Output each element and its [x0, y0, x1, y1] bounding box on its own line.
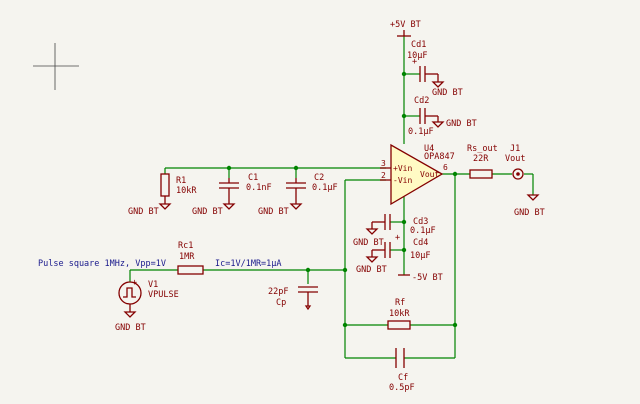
svg-text:Vout: Vout: [505, 154, 525, 164]
gnd-symbol: GND BT: [128, 203, 172, 217]
svg-text:-Vin: -Vin: [393, 176, 412, 185]
junction-dots: [226, 71, 458, 328]
svg-text:V1: V1: [148, 280, 158, 290]
capacitor-cd1[interactable]: + Cd1 10µF: [407, 40, 439, 82]
capacitor-cf[interactable]: Cf 0.5pF: [389, 348, 415, 393]
svg-text:10kR: 10kR: [389, 309, 410, 319]
svg-text:+: +: [412, 57, 417, 67]
svg-text:1MR: 1MR: [179, 252, 195, 262]
resistor-rf[interactable]: Rf 10kR: [387, 298, 411, 330]
svg-text:OPA847: OPA847: [424, 152, 455, 162]
gnd-symbol: GND BT: [258, 203, 303, 217]
capacitor-cd4[interactable]: + Cd4 10µF: [371, 233, 430, 261]
svg-text:10µF: 10µF: [410, 251, 430, 261]
resistor-rs-out[interactable]: Rs_out 22R: [467, 144, 498, 179]
power-neg: -5V BT: [398, 273, 443, 283]
svg-text:0.1µF: 0.1µF: [312, 183, 338, 193]
opamp-u4[interactable]: +Vin -Vin Vout 3 2 6 U4 OPA847: [380, 143, 455, 206]
svg-text:R1: R1: [176, 176, 186, 186]
svg-text:GND BT: GND BT: [432, 88, 463, 98]
svg-text:10µF: 10µF: [407, 51, 427, 61]
svg-text:GND BT: GND BT: [128, 207, 159, 217]
svg-text:GND BT: GND BT: [514, 208, 545, 218]
svg-text:GND BT: GND BT: [115, 323, 146, 333]
connector-j1[interactable]: J1 Vout: [505, 144, 525, 180]
power-pos: +5V BT: [390, 20, 421, 37]
svg-text:-5V BT: -5V BT: [412, 273, 443, 283]
svg-text:C2: C2: [314, 173, 324, 183]
svg-text:2: 2: [381, 171, 386, 180]
capacitor-c1[interactable]: C1 0.1nF: [219, 173, 272, 204]
svg-text:GND BT: GND BT: [258, 207, 289, 217]
svg-text:Cp: Cp: [276, 298, 286, 308]
origin-crosshair: [33, 43, 79, 90]
svg-text:Cf: Cf: [398, 373, 408, 383]
svg-text:22pF: 22pF: [268, 287, 288, 297]
note-current: Ic=1V/1MR=1µA: [215, 259, 282, 269]
svg-text:+: +: [132, 278, 137, 288]
gnd-symbol: GND BT: [514, 194, 545, 218]
svg-text:0.1µF: 0.1µF: [410, 226, 436, 236]
svg-text:C1: C1: [248, 173, 258, 183]
svg-text:10kR: 10kR: [176, 186, 197, 196]
svg-text:6: 6: [443, 163, 448, 172]
gnd-symbol: GND BT: [356, 256, 387, 275]
svg-text:GND BT: GND BT: [446, 119, 477, 129]
gnd-symbol: GND BT: [192, 203, 236, 217]
gnd-symbol: GND BT: [353, 228, 384, 248]
wires: [129, 36, 534, 359]
svg-text:0.5pF: 0.5pF: [389, 383, 415, 393]
svg-text:GND BT: GND BT: [356, 265, 387, 275]
svg-text:3: 3: [381, 159, 386, 168]
capacitor-c2[interactable]: C2 0.1µF: [286, 173, 338, 204]
svg-text:VPULSE: VPULSE: [148, 290, 179, 300]
gnd-symbol: GND BT: [431, 119, 477, 129]
gnd-symbol: GND BT: [115, 311, 146, 333]
resistor-rc1[interactable]: Rc1 1MR: [177, 241, 204, 275]
svg-text:Cd2: Cd2: [414, 96, 429, 106]
svg-text:+5V BT: +5V BT: [390, 20, 421, 30]
voltage-source-v1[interactable]: + V1 VPULSE: [118, 278, 179, 312]
svg-text:Rs_out: Rs_out: [467, 144, 498, 154]
note-pulse: Pulse square 1MHz, Vpp=1V: [38, 259, 166, 269]
svg-text:U4: U4: [424, 144, 434, 154]
svg-text:J1: J1: [510, 144, 520, 154]
svg-text:Rf: Rf: [395, 298, 405, 308]
svg-text:Cd1: Cd1: [411, 40, 426, 50]
svg-text:GND BT: GND BT: [192, 207, 223, 217]
svg-text:Rc1: Rc1: [178, 241, 193, 251]
svg-text:Cd3: Cd3: [413, 217, 428, 227]
resistor-r1[interactable]: R1 10kR: [160, 173, 197, 204]
svg-text:Cd4: Cd4: [413, 238, 428, 248]
capacitor-cp[interactable]: 22pF Cp: [268, 286, 318, 311]
capacitor-cd3[interactable]: Cd3 0.1µF: [371, 214, 436, 236]
svg-text:0.1nF: 0.1nF: [246, 183, 272, 193]
gnd-symbol: GND BT: [431, 81, 463, 98]
svg-text:0.1µF: 0.1µF: [408, 127, 434, 137]
svg-text:GND BT: GND BT: [353, 238, 384, 248]
capacitor-cd2[interactable]: Cd2 0.1µF: [408, 96, 439, 137]
svg-text:+: +: [395, 233, 400, 243]
svg-text:22R: 22R: [473, 154, 489, 164]
svg-text:Vout: Vout: [420, 170, 439, 179]
svg-text:+Vin: +Vin: [393, 164, 412, 173]
